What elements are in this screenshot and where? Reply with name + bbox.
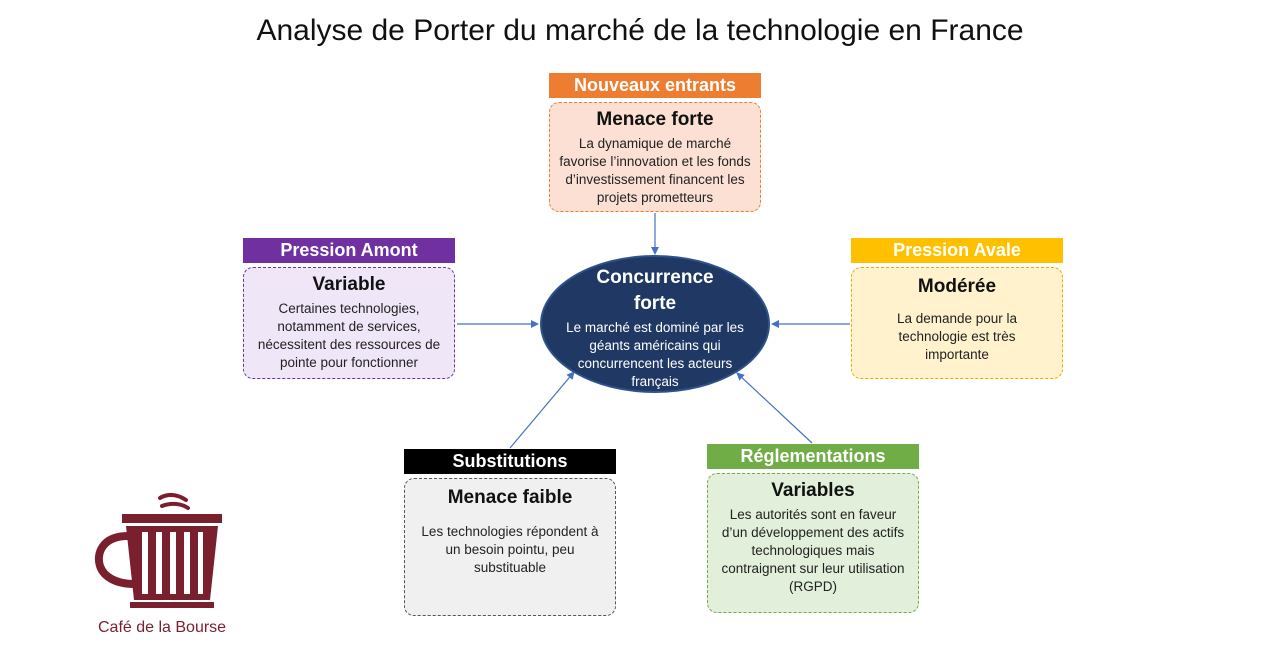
force-description: Les technologies répondent à un besoin p…	[421, 524, 599, 575]
force-description: Les autorités sont en faveur d’un dévelo…	[721, 507, 905, 594]
force-description: Certaines technologies, notamment de ser…	[257, 301, 441, 370]
force-box: Variable Certaines technologies, notamme…	[243, 267, 455, 379]
force-rating: Variables	[771, 480, 855, 501]
force-box: Variables Les autorités sont en faveur d…	[707, 473, 919, 613]
force-pression-amont: Pression Amont Variable Certaines techno…	[243, 238, 455, 379]
force-substitutions: Substitutions Menace faible Les technolo…	[404, 449, 616, 616]
force-description: La dynamique de marché favorise l’innova…	[559, 136, 751, 205]
force-box: Menace faible Les technologies répondent…	[404, 478, 616, 616]
center-description: Le marché est dominé par les géants amér…	[566, 320, 744, 389]
force-box: Modérée La demande pour la technologie e…	[851, 267, 1063, 379]
force-rating: Modérée	[917, 276, 997, 297]
page-title: Analyse de Porter du marché de la techno…	[256, 14, 1024, 47]
force-pression-avale: Pression Avale Modérée La demande pour l…	[851, 238, 1063, 379]
logo-text: Café de la Bourse	[98, 619, 227, 636]
force-nouveaux-entrants: Nouveaux entrants Menace forte La dynami…	[549, 73, 761, 212]
central-competition-ellipse: Concurrence forte Le marché est dominé p…	[540, 255, 770, 393]
force-rating: Menace faible	[447, 487, 573, 508]
force-header: Substitutions	[404, 449, 616, 474]
coffee-cup-icon	[94, 492, 222, 608]
force-rating: Variable	[312, 274, 386, 295]
force-header: Nouveaux entrants	[549, 73, 761, 98]
force-header: Pression Amont	[243, 238, 455, 263]
force-header: Pression Avale	[851, 238, 1063, 263]
center-title: Concurrence forte	[596, 267, 714, 314]
force-rating: Menace forte	[596, 109, 714, 130]
force-description: La demande pour la technologie est très …	[896, 311, 1018, 362]
force-reglementations: Réglementations Variables Les autorités …	[707, 444, 919, 613]
force-header: Réglementations	[707, 444, 919, 469]
force-box: Menace forte La dynamique de marché favo…	[549, 102, 761, 212]
